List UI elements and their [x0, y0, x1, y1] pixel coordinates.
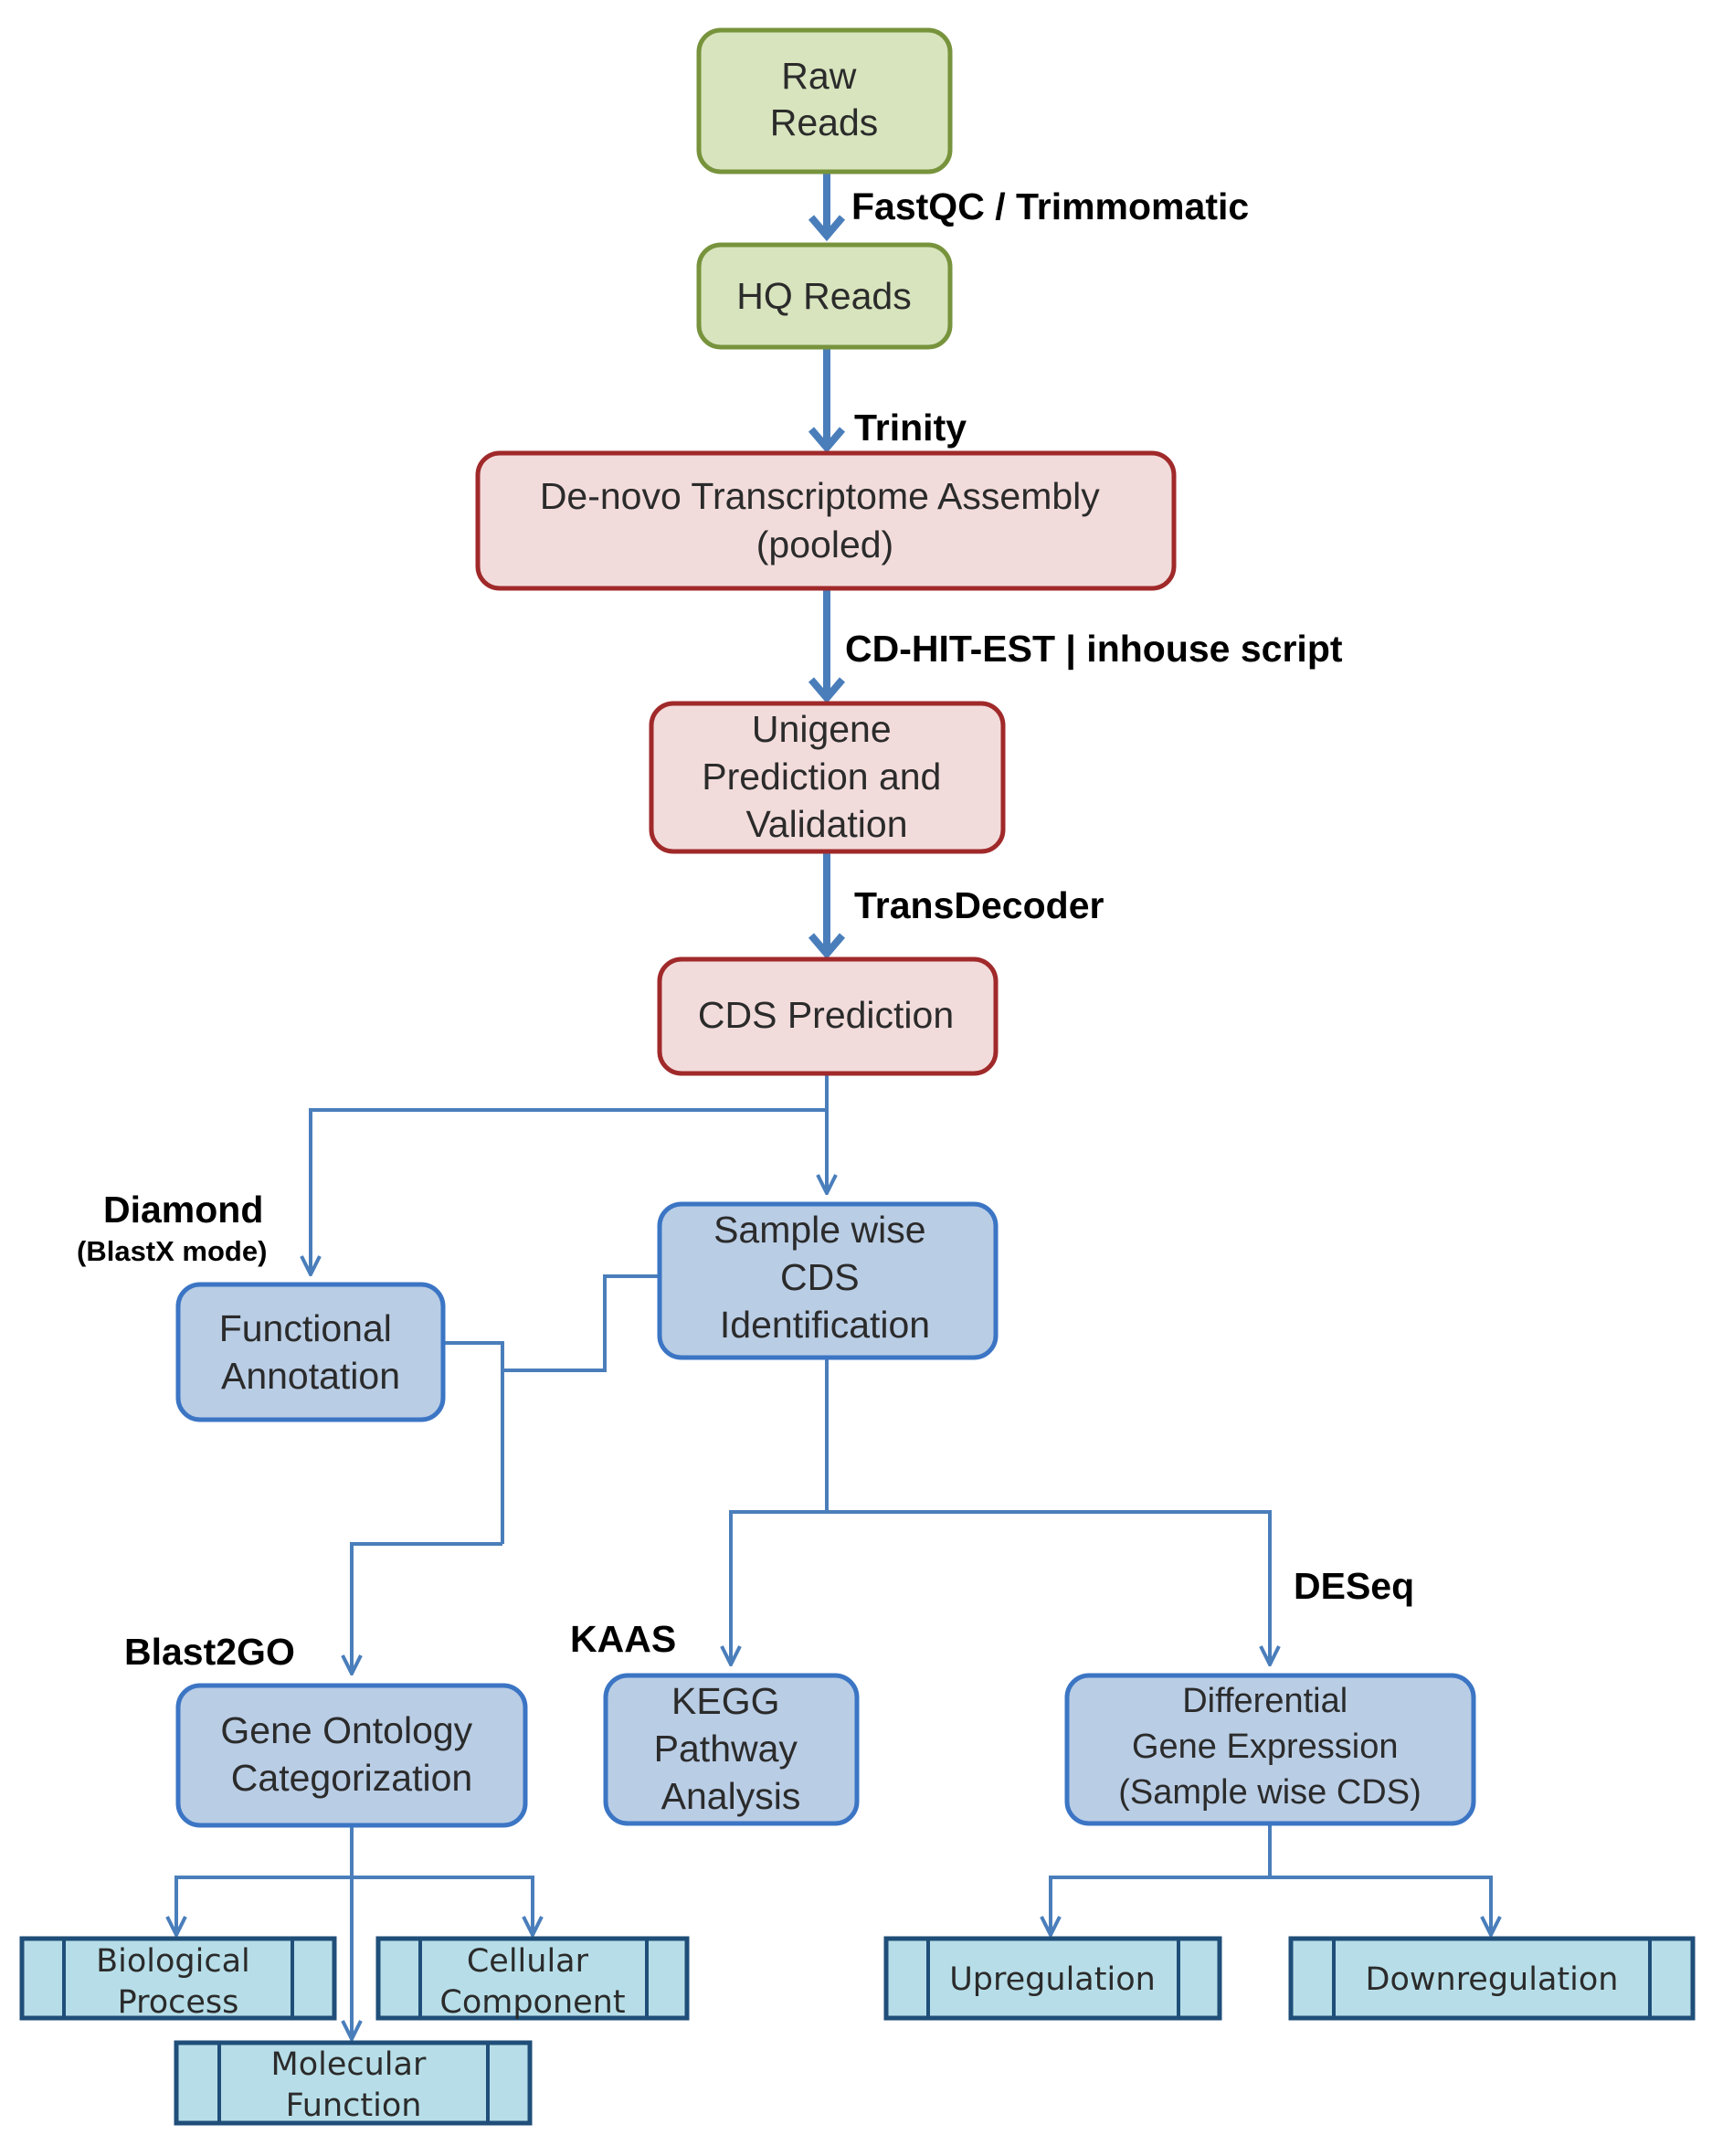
edge-labels: FastQC / Trimmomatic Trinity CD-HIT-EST … [77, 185, 1414, 1673]
arrowhead-assembly-to-unigene [808, 677, 846, 704]
label-diamond-mode: (BlastX mode) [77, 1235, 267, 1267]
label-trinity: Trinity [854, 407, 967, 449]
node-raw-reads: Raw Reads [696, 27, 953, 174]
node-biological-process-label: Biological Process [96, 1943, 260, 2021]
arrowhead-unigene-to-cds [808, 933, 846, 960]
node-downregulation-label: Downregulation [1366, 1961, 1619, 1998]
arrowhead-raw-to-hq [808, 215, 846, 242]
edge-functional-to-merge [443, 1341, 504, 1544]
node-biological-process: Biological Process [19, 1936, 337, 2021]
node-unigene: Unigene Prediction and Validation [649, 701, 1006, 854]
node-sample-cds: Sample wise CDS Identification [657, 1201, 999, 1360]
node-kegg: KEGG Pathway Analysis [603, 1673, 860, 1826]
node-functional-annotation: Functional Annotation [175, 1282, 446, 1422]
output-boxes: Biological Process Cellular Component Mo… [19, 1936, 1696, 2126]
node-assembly: De-novo Transcriptome Assembly (pooled) [475, 450, 1177, 591]
node-assembly-label: De-novo Transcriptome Assembly (pooled) [540, 475, 1110, 565]
node-kegg-label: KEGG Pathway Analysis [654, 1680, 808, 1817]
node-raw-reads-label: Raw Reads [770, 55, 879, 143]
label-fastqc: FastQC / Trimmomatic [851, 185, 1249, 227]
node-hq-reads: HQ Reads [696, 242, 953, 350]
edge-go-to-bio [176, 1876, 352, 1935]
node-hq-reads-label: HQ Reads [736, 275, 911, 317]
label-transdecoder: TransDecoder [854, 884, 1104, 926]
edge-cds-to-functional [311, 1108, 827, 1274]
edge-split-to-de [827, 1510, 1270, 1665]
node-unigene-label: Unigene Prediction and Validation [702, 708, 952, 845]
edge-sample-to-merge [502, 1274, 660, 1372]
edge-split-to-kegg [731, 1510, 827, 1665]
label-kaas: KAAS [570, 1618, 676, 1660]
label-deseq: DESeq [1294, 1565, 1414, 1607]
node-sample-cds-label: Sample wise CDS Identification [713, 1209, 936, 1346]
branch-connectors [176, 1073, 1491, 2039]
edge-de-to-up [1051, 1876, 1270, 1935]
edge-de-to-down [1270, 1876, 1491, 1935]
node-molecular-function-label: Molecular Function [271, 2046, 437, 2124]
label-blast2go: Blast2GO [124, 1631, 295, 1673]
node-gene-ontology: Gene Ontology Categorization [175, 1683, 528, 1828]
node-upregulation: Upregulation [883, 1936, 1222, 2021]
node-molecular-function: Molecular Function [174, 2040, 533, 2126]
node-gene-ontology-label: Gene Ontology Categorization [220, 1709, 482, 1799]
node-functional-annotation-label: Functional Annotation [219, 1307, 403, 1397]
process-boxes: Raw Reads HQ Reads De-novo Transcriptome… [175, 27, 1476, 1828]
node-diff-expression-label: Differential Gene Expression (Sample wis… [1118, 1682, 1421, 1812]
node-downregulation: Downregulation [1288, 1936, 1696, 2021]
node-cds-prediction: CDS Prediction [657, 956, 999, 1076]
node-cds-prediction-label: CDS Prediction [698, 994, 954, 1036]
main-pipeline-connectors [808, 172, 846, 960]
node-diff-expression: Differential Gene Expression (Sample wis… [1064, 1673, 1476, 1826]
edge-merge-to-go [352, 1542, 502, 1674]
label-cdhit: CD-HIT-EST | inhouse script [845, 628, 1343, 670]
label-diamond: Diamond [103, 1189, 263, 1231]
arrowhead-hq-to-assembly [808, 427, 846, 454]
node-cellular-component-label: Cellular Component [439, 1943, 625, 2021]
node-upregulation-label: Upregulation [949, 1961, 1156, 1998]
edge-go-to-cell [352, 1876, 533, 1935]
node-cellular-component: Cellular Component [375, 1936, 690, 2021]
